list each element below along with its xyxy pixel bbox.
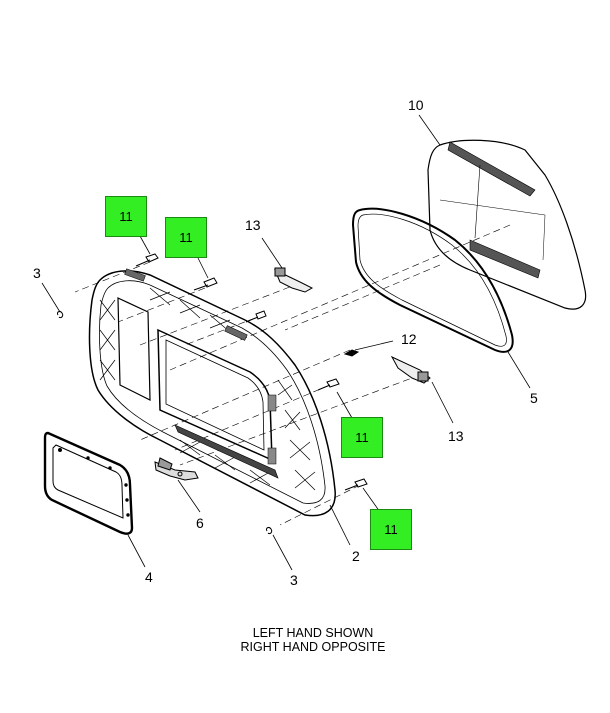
hotspot-11-b[interactable]: 11: [165, 217, 207, 258]
caption-line-2: RIGHT HAND OPPOSITE: [240, 640, 386, 654]
callout-10: 10: [408, 97, 424, 113]
callout-5: 5: [530, 390, 538, 406]
part-13-bracket-lower: [390, 355, 454, 424]
callout-13-upper: 13: [245, 217, 261, 233]
part-3-clips: [41, 282, 293, 571]
hotspot-11-d[interactable]: 11: [370, 509, 412, 550]
hotspot-11-c[interactable]: 11: [341, 417, 383, 458]
part-2-main-frame: [88, 268, 336, 517]
callout-3-upper: 3: [33, 265, 41, 281]
hotspot-11-a[interactable]: 11: [105, 196, 147, 237]
callout-6: 6: [196, 515, 204, 531]
part-13-bracket-upper: [261, 237, 314, 293]
callout-13-lower: 13: [448, 428, 464, 444]
callout-2: 2: [352, 548, 360, 564]
callout-3-lower: 3: [290, 572, 298, 588]
caption-line-1: LEFT HAND SHOWN: [252, 626, 374, 640]
part-4-small-window: [43, 431, 134, 535]
part-12-screw: [343, 340, 394, 357]
part-11-bolts: [135, 235, 381, 513]
callout-4: 4: [145, 569, 153, 585]
part-10-outer-glass: [427, 139, 587, 310]
assembly-centerlines: [74, 224, 511, 526]
part-6-latch: [154, 457, 201, 513]
callout-12: 12: [401, 331, 417, 347]
leader-lines: [127, 114, 531, 568]
part-5-seal: [351, 207, 514, 353]
